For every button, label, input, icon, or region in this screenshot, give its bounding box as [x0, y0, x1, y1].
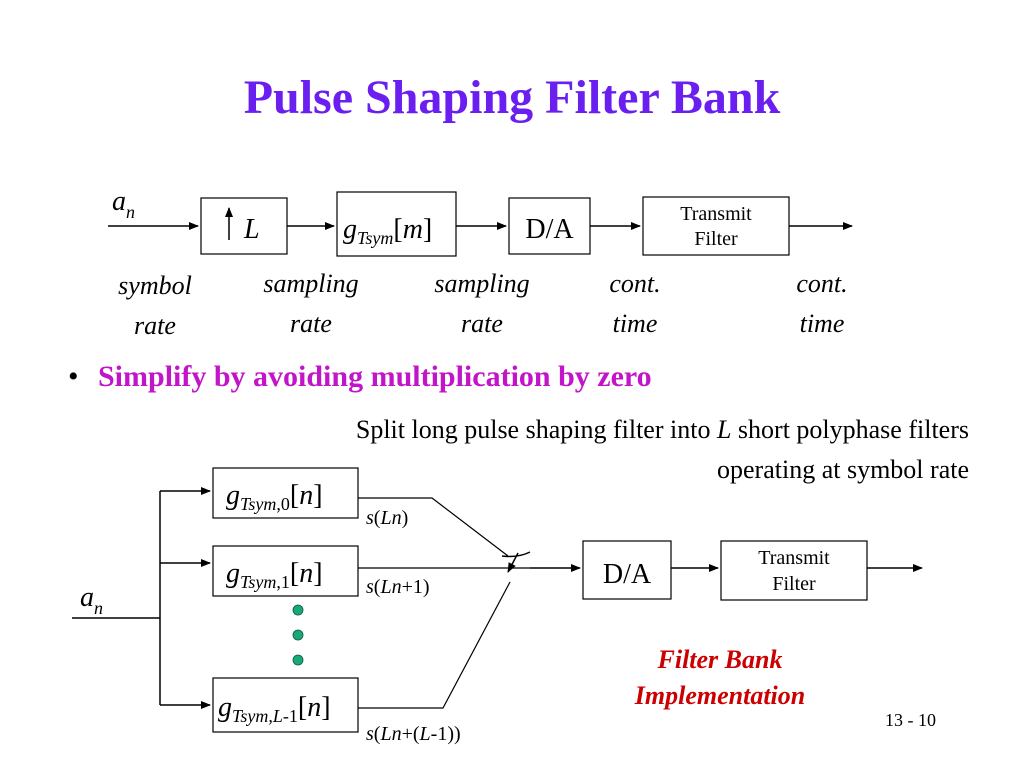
output-line-0: [358, 497, 509, 557]
bullet-text: Simplify by avoiding multiplication by z…: [98, 360, 652, 393]
polyphase-filter-last-label: gTsym,L-1[n]: [218, 692, 331, 726]
rate-label-0-line2: rate: [134, 311, 176, 340]
transmit-filter-block-top: [642, 196, 790, 256]
transmit-label-top-1: Transmit: [680, 203, 752, 225]
ellipsis-dot-3: [292, 654, 304, 666]
caption-line2: Implementation: [634, 681, 806, 710]
transmit-label-bottom-1: Transmit: [758, 547, 830, 569]
rate-label-cont-1: cont. time: [565, 264, 705, 344]
polyphase-filter-1: [212, 545, 359, 597]
split-text-var: L: [716, 415, 732, 444]
polyphase-filter-last: [212, 677, 359, 733]
filter-bank-caption: Filter Bank Implementation: [600, 642, 840, 714]
slide-title: Pulse Shaping Filter Bank: [243, 71, 781, 124]
transmit-label-bottom-2: Filter: [772, 573, 816, 595]
commutator-arrow-icon: [507, 552, 519, 573]
da-label-bottom: D/A: [603, 559, 652, 590]
split-description-line2: operating at symbol rate: [717, 455, 969, 484]
top-input-label: an: [112, 186, 135, 222]
rate-label-sampling-1: sampling rate: [241, 264, 381, 344]
upsampler-factor: L: [243, 214, 260, 245]
filter-gtsym-label: gTsym[m]: [343, 214, 432, 248]
rate-label-1-line1: sampling: [263, 269, 359, 298]
rate-label-0-line1: symbol: [118, 271, 192, 300]
transmit-label-top-2: Filter: [694, 228, 738, 250]
top-diagram: an L gTsym[m] D/A Transmit Filter: [108, 186, 853, 257]
polyphase-filter-0-label: gTsym,0[n]: [226, 480, 323, 514]
output-label-0: s(Ln): [366, 507, 408, 529]
ellipsis-dot-2: [292, 629, 304, 641]
bottom-input-label: an: [80, 582, 103, 618]
rate-label-2-line1: sampling: [434, 269, 530, 298]
transmit-filter-block-bottom: [720, 540, 868, 601]
polyphase-filter-0: [212, 467, 359, 519]
bullet-marker: •: [68, 360, 79, 393]
bullet-point: • Simplify by avoiding multiplication by …: [68, 360, 652, 394]
page-number: 13 - 10: [885, 710, 936, 730]
output-line-last: [358, 581, 511, 709]
upsampler-block: [200, 197, 288, 255]
split-text-pre: Split long pulse shaping filter into: [355, 415, 717, 444]
rate-label-sampling-2: sampling rate: [412, 264, 552, 344]
rate-label-1-line2: rate: [290, 309, 332, 338]
da-block-top: [508, 197, 591, 255]
split-description-line1: Split long pulse shaping filter into L s…: [356, 415, 969, 445]
da-label-top: D/A: [525, 214, 574, 245]
ellipsis-dot-1: [292, 604, 304, 616]
caption-line1: Filter Bank: [657, 645, 783, 674]
filter-gtsym-block: [336, 191, 457, 257]
split-text-post: short polyphase filters: [731, 415, 969, 444]
bottom-diagram: an gTsym,0[n] gTsym,1[n] gTsym,L-1[n] s(…: [72, 467, 923, 745]
output-label-last: s(Ln+(L-1)): [366, 723, 461, 745]
da-block-bottom: [582, 540, 672, 600]
rate-label-4-line2: time: [799, 309, 845, 338]
rate-label-cont-2: cont. time: [752, 264, 892, 344]
rate-label-2-line2: rate: [461, 309, 503, 338]
rate-label-symbol: symbol rate: [85, 266, 225, 346]
output-label-1: s(Ln+1): [366, 576, 430, 598]
rate-label-3-line1: cont.: [609, 269, 661, 298]
polyphase-filter-1-label: gTsym,1[n]: [226, 558, 323, 592]
rate-label-3-line2: time: [612, 309, 658, 338]
rate-label-4-line1: cont.: [796, 269, 848, 298]
